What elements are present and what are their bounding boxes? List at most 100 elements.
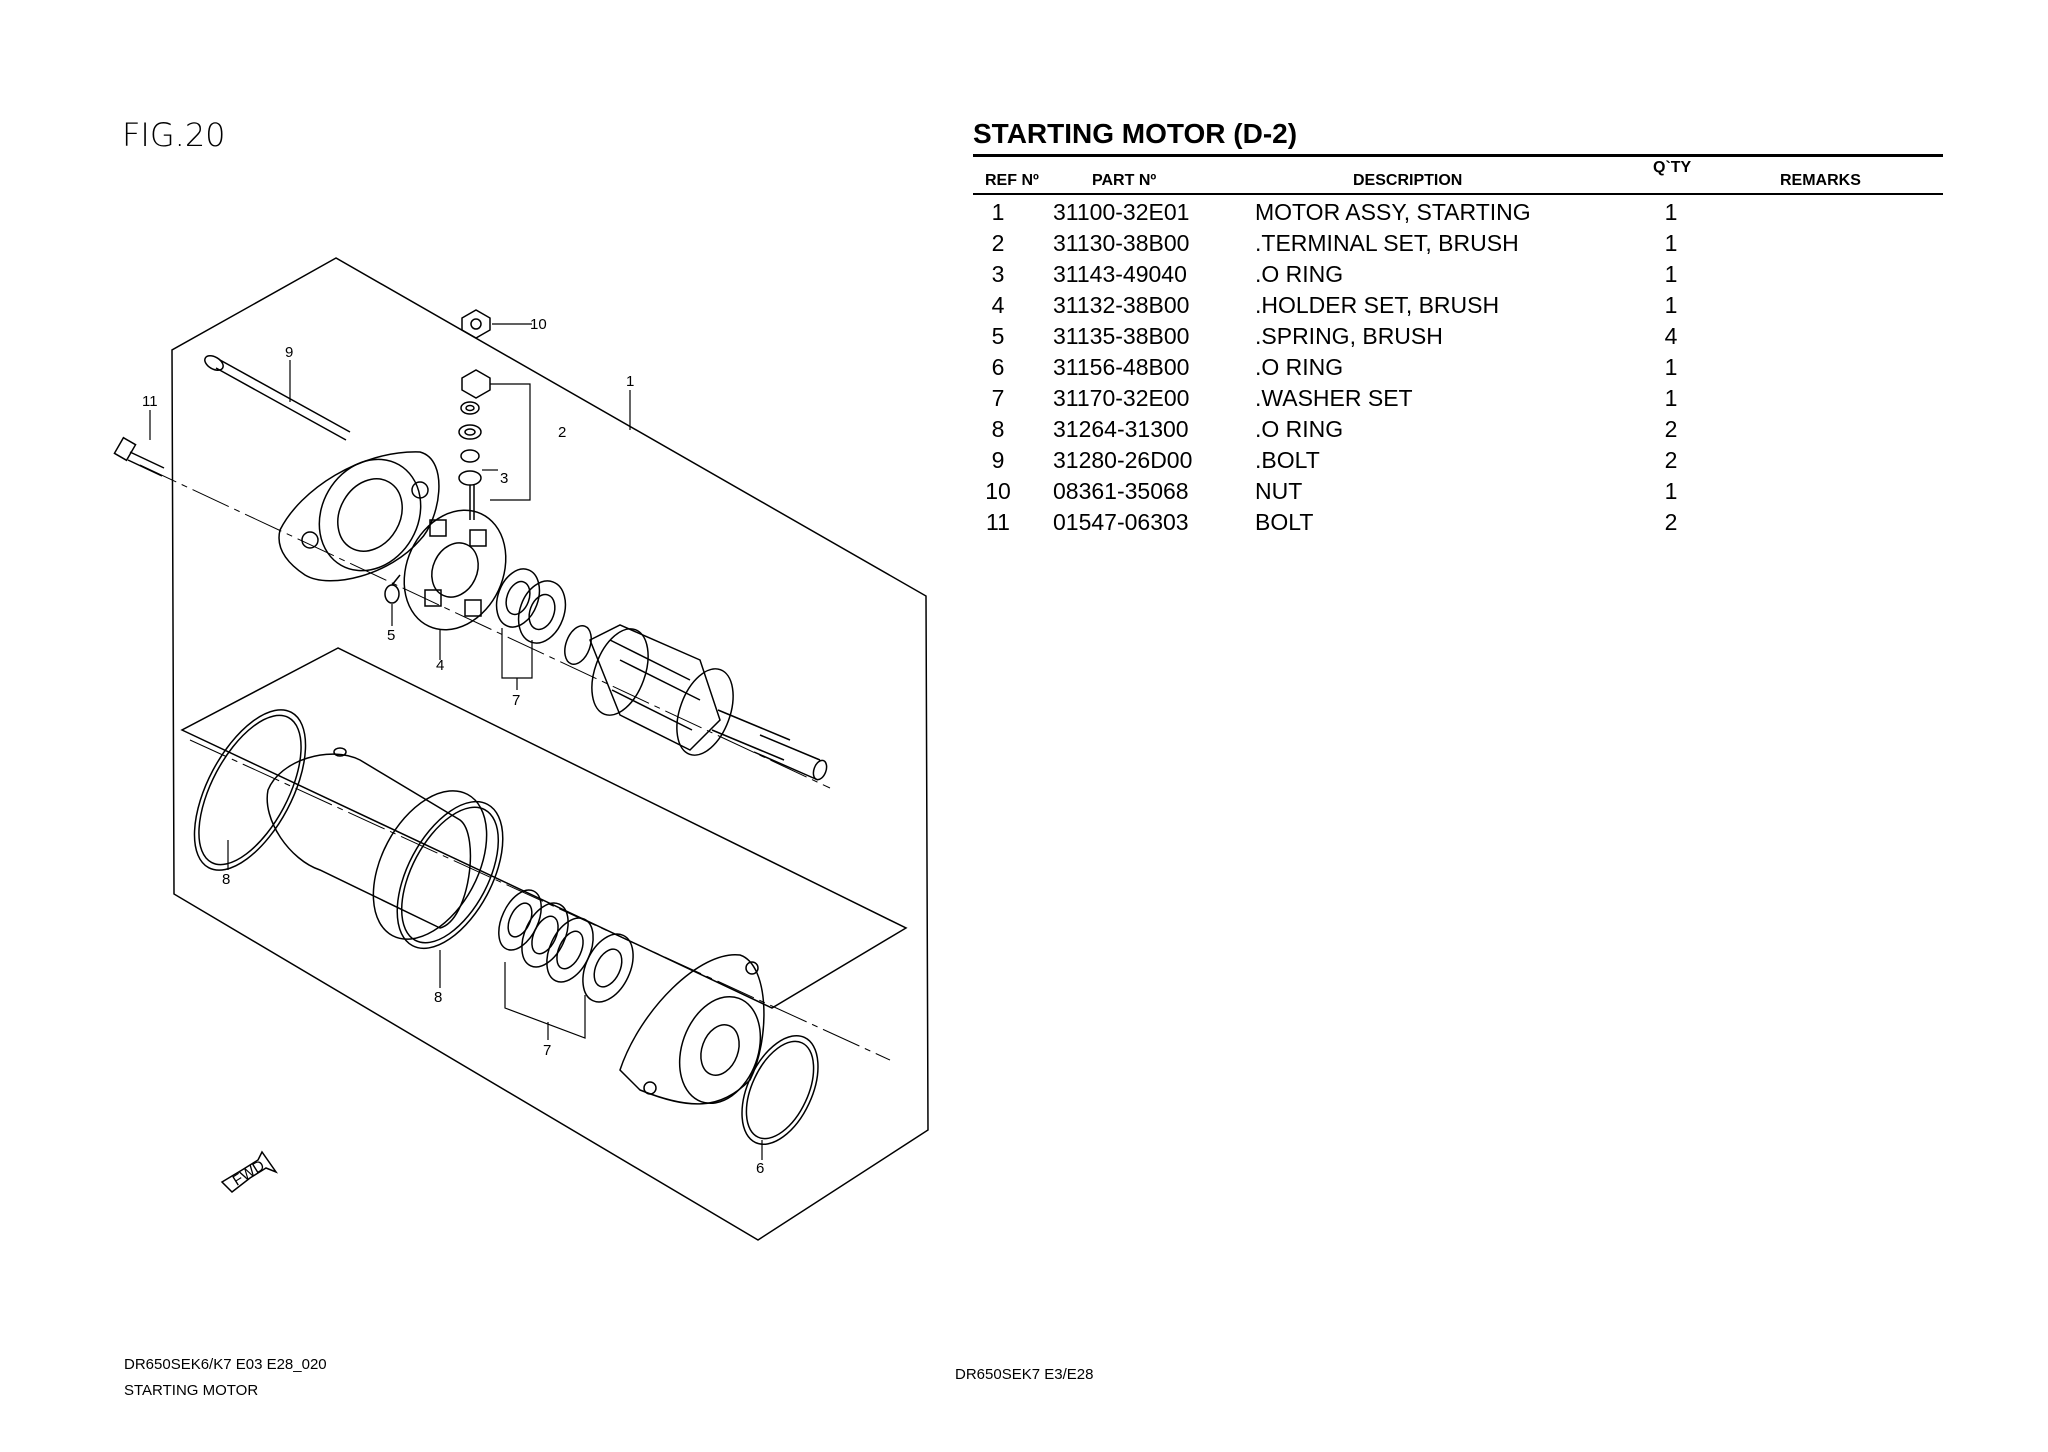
part-number: 31156-48B00 [1053, 354, 1190, 380]
ref-number: 10 [985, 478, 1011, 504]
bolt-11-drawing [113, 436, 165, 477]
part-number: 31170-32E00 [1053, 385, 1190, 411]
fwd-label: FWD [230, 1157, 268, 1190]
part-description: .O RING [1255, 261, 1344, 287]
part-number: 31130-38B00 [1053, 230, 1190, 256]
ref-number: 6 [991, 354, 1005, 380]
callout-6: 6 [756, 1160, 764, 1177]
callout-11: 11 [142, 393, 158, 410]
fwd-arrow-icon [220, 1150, 279, 1193]
end-cover-drawing [278, 451, 440, 582]
part-quantity: 4 [1664, 323, 1678, 349]
part-quantity: 1 [1664, 230, 1678, 256]
ref-number: 2 [991, 230, 1005, 256]
table-row: 5 31135-38B00 .SPRING, BRUSH 4 [973, 323, 1943, 354]
yoke-outline [180, 647, 908, 1009]
part-description: .O RING [1255, 416, 1344, 442]
callout-8-left: 8 [222, 871, 230, 888]
title-rule [973, 154, 1943, 157]
part-description: BOLT [1255, 509, 1314, 535]
callout-4: 4 [436, 657, 444, 674]
parts-table: 1 31100-32E01 MOTOR ASSY, STARTING 1 2 3… [973, 199, 1943, 540]
part-quantity: 1 [1664, 385, 1678, 411]
callout-9: 9 [285, 344, 293, 361]
ref-number: 1 [991, 199, 1005, 225]
table-row: 8 31264-31300 .O RING 2 [973, 416, 1943, 447]
part-number: 31280-26D00 [1053, 447, 1193, 473]
footer-section-name: STARTING MOTOR [124, 1382, 259, 1399]
table-row: 11 01547-06303 BOLT 2 [973, 509, 1943, 540]
washers-bottom-drawing [498, 889, 634, 1003]
part-number: 31132-38B00 [1053, 292, 1190, 318]
exploded-diagram: 1 2 3 4 5 6 7 7 8 8 9 10 11 FWD [0, 0, 960, 1452]
callout-7-bottom: 7 [543, 1042, 551, 1059]
brush-spring-drawing [384, 574, 401, 604]
part-description: MOTOR ASSY, STARTING [1255, 199, 1531, 225]
column-header-description: DESCRIPTION [1353, 172, 1463, 189]
part-description: .WASHER SET [1255, 385, 1413, 411]
table-row: 10 08361-35068 NUT 1 [973, 478, 1943, 509]
callout-2: 2 [558, 424, 566, 441]
callout-3: 3 [500, 470, 508, 487]
bolt-9-drawing [204, 355, 351, 441]
part-description: .BOLT [1255, 447, 1320, 473]
leader-lines [149, 323, 763, 1160]
part-quantity: 1 [1664, 292, 1678, 318]
part-quantity: 2 [1664, 509, 1678, 535]
yoke-drawing [193, 709, 504, 950]
part-description: .TERMINAL SET, BRUSH [1255, 230, 1519, 256]
part-number: 31143-49040 [1053, 261, 1187, 287]
drive-housing-drawing [619, 954, 765, 1105]
table-row: 2 31130-38B00 .TERMINAL SET, BRUSH 1 [973, 230, 1943, 261]
callout-7-top: 7 [512, 692, 520, 709]
column-header-remarks: REMARKS [1780, 172, 1861, 189]
header-rule [973, 193, 1943, 195]
callout-5: 5 [387, 627, 395, 644]
washers-top-drawing [495, 568, 567, 644]
footer-center-model: DR650SEK7 E3/E28 [955, 1366, 1094, 1383]
table-row: 6 31156-48B00 .O RING 1 [973, 354, 1943, 385]
ref-number: 8 [991, 416, 1005, 442]
part-quantity: 1 [1664, 478, 1678, 504]
column-header-part: PART Nº [1092, 172, 1157, 189]
part-description: .HOLDER SET, BRUSH [1255, 292, 1500, 318]
table-row: 3 31143-49040 .O RING 1 [973, 261, 1943, 292]
ref-number: 11 [986, 509, 1010, 535]
terminal-parts-drawing [458, 309, 491, 520]
ref-number: 5 [991, 323, 1005, 349]
ref-number: 3 [991, 261, 1005, 287]
o-ring-6-drawing [741, 1034, 819, 1146]
armature-drawing [564, 624, 828, 781]
part-number: 31100-32E01 [1053, 199, 1190, 225]
parts-list-title: STARTING MOTOR (D-2) [973, 118, 1298, 149]
figure-label: FIG.20 [122, 116, 226, 154]
ref-number: 9 [991, 447, 1005, 473]
table-row: 7 31170-32E00 .WASHER SET 1 [973, 385, 1943, 416]
part-quantity: 2 [1664, 416, 1678, 442]
callout-10: 10 [530, 316, 547, 333]
column-header-qty: Q`TY [1653, 159, 1692, 176]
part-quantity: 2 [1664, 447, 1678, 473]
part-number: 08361-35068 [1053, 478, 1189, 504]
part-description: .SPRING, BRUSH [1255, 323, 1443, 349]
callout-8-right: 8 [434, 989, 442, 1006]
table-row: 1 31100-32E01 MOTOR ASSY, STARTING 1 [973, 199, 1943, 230]
part-description: NUT [1255, 478, 1303, 504]
part-description: .O RING [1255, 354, 1344, 380]
table-row: 4 31132-38B00 .HOLDER SET, BRUSH 1 [973, 292, 1943, 323]
footer-model-code: DR650SEK6/K7 E03 E28_020 [124, 1356, 327, 1373]
part-number: 31264-31300 [1053, 416, 1189, 442]
callout-1: 1 [626, 373, 634, 390]
ref-number: 7 [991, 385, 1005, 411]
ref-number: 4 [991, 292, 1005, 318]
part-quantity: 1 [1664, 354, 1678, 380]
column-header-ref: REF Nº [985, 172, 1039, 189]
exploded-diagram-svg: 1 2 3 4 5 6 7 7 8 8 9 10 11 FWD [113, 257, 929, 1241]
assembly-outline [171, 257, 929, 1241]
part-quantity: 1 [1664, 199, 1678, 225]
table-row: 9 31280-26D00 .BOLT 2 [973, 447, 1943, 478]
brush-holder-drawing [403, 509, 507, 631]
part-number: 31135-38B00 [1053, 323, 1190, 349]
part-number: 01547-06303 [1053, 509, 1189, 535]
part-quantity: 1 [1664, 261, 1678, 287]
